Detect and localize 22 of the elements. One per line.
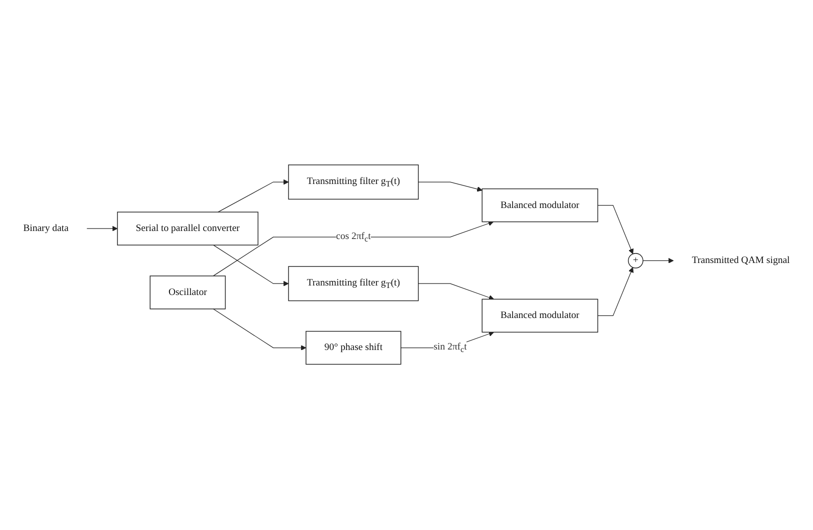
- arrow: [218, 180, 289, 213]
- arrow: [212, 221, 494, 277]
- node-box: 90° phase shift: [306, 331, 402, 366]
- node-box: Transmitting filter g$_{T}$(t): [288, 164, 419, 200]
- node-text: Binary data: [23, 223, 69, 234]
- arrow: [597, 205, 634, 255]
- arrow: [418, 284, 494, 300]
- node-box: Oscillator: [150, 276, 226, 310]
- node-box: Serial to parallel converter: [117, 212, 258, 246]
- arrow: [212, 309, 306, 351]
- node-box: Transmitting filter g$_{T}$(t): [288, 266, 419, 302]
- arrow: [597, 268, 634, 316]
- arrow: [642, 258, 674, 264]
- edge-label: sin 2πf$_{c}$t: [434, 342, 467, 354]
- arrow: [86, 226, 118, 232]
- edge-label: cos 2πf$_{c}$t: [336, 231, 371, 244]
- node-box: Balanced modulator: [482, 299, 598, 333]
- node-text: Transmitted QAM signal: [692, 256, 790, 266]
- arrow: [213, 245, 289, 287]
- node-circle: +: [628, 253, 644, 269]
- node-box: Balanced modulator: [482, 188, 598, 223]
- arrow: [418, 182, 482, 192]
